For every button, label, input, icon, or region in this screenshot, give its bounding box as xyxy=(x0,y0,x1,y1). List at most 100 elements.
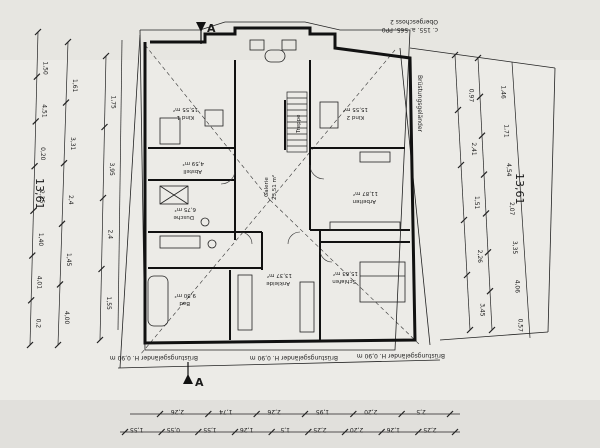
dimension-tick xyxy=(446,410,454,418)
svg-text:Brüstungsgeländer H. 0,90 m: Brüstungsgeländer H. 0,90 m xyxy=(250,354,338,361)
dimension-tick xyxy=(204,410,212,418)
dimension-label: 1,74 xyxy=(219,408,233,415)
dimension-tick xyxy=(194,428,202,436)
svg-text:Ankleide: Ankleide xyxy=(266,280,290,286)
dimension-tick xyxy=(341,428,349,436)
dimension-tick xyxy=(32,118,40,125)
dimension-label: 2,25 xyxy=(313,426,327,433)
dimension-tick xyxy=(102,52,110,60)
svg-text:13,61: 13,61 xyxy=(33,178,46,210)
dimension-tick xyxy=(484,248,492,256)
svg-text:c. 155. a. 565. PP0: c. 155. a. 565. PP0 xyxy=(382,26,438,33)
dimension-tick xyxy=(463,271,471,279)
dimension-tick xyxy=(26,341,34,349)
room-labels: Kind 1 15,55 m² Kind 2 15,55 m² Abstell … xyxy=(173,106,378,306)
dimension-label: 1,55 xyxy=(203,426,217,433)
svg-text:Dusche: Dusche xyxy=(173,214,194,220)
dimension-tick xyxy=(54,341,62,349)
dimension-label: 2,25 xyxy=(423,426,437,433)
shelf-arbeiten xyxy=(329,221,401,231)
dimension-tick xyxy=(28,252,36,259)
svg-text:23,51 m²: 23,51 m² xyxy=(271,175,278,200)
svg-text:Obergeschoss 2: Obergeschoss 2 xyxy=(390,18,438,25)
right-dimensions xyxy=(454,54,531,339)
dimension-label: 2,25 xyxy=(38,190,45,204)
dimension-tick xyxy=(62,99,70,107)
dimension-tick xyxy=(60,159,68,167)
svg-text:Brüstungsgeländer H. 0,90 m: Brüstungsgeländer H. 0,90 m xyxy=(357,352,445,359)
svg-text:11,87 m²: 11,87 m² xyxy=(353,190,378,197)
svg-text:15,55 m²: 15,55 m² xyxy=(173,106,198,113)
dimension-tick xyxy=(99,194,107,202)
dimension-label: 2,26 xyxy=(171,408,185,415)
toilet xyxy=(207,239,217,249)
dimension-label: 1,55 xyxy=(105,297,112,311)
dimension-label: 1,51 xyxy=(473,196,480,210)
left-inner-labels: 1,753,952,41,55 xyxy=(105,96,117,311)
dimension-label: 3,45 xyxy=(479,303,486,317)
dimension-label: 2,20 xyxy=(364,408,378,415)
dimension-label: 1,50 xyxy=(41,61,48,75)
dimension-label: 2,4 xyxy=(106,230,113,240)
dimension-label: 1,40 xyxy=(37,233,44,247)
dimension-tick xyxy=(451,51,459,59)
svg-text:Bad: Bad xyxy=(179,300,190,306)
right-dim-ticks xyxy=(451,51,496,334)
svg-text:Arbeiten: Arbeiten xyxy=(352,198,376,204)
bed-kind1 xyxy=(159,117,181,145)
bathtub xyxy=(147,275,169,327)
svg-text:9,80 m²: 9,80 m² xyxy=(174,292,196,299)
dimension-tick xyxy=(451,428,459,436)
dimension-label: 4,01 xyxy=(36,276,43,290)
dimension-label: 1,46 xyxy=(499,85,506,99)
dimension-tick xyxy=(482,210,490,217)
dimension-label: 2,41 xyxy=(470,142,477,156)
desk-arbeiten xyxy=(359,151,391,163)
dimension-tick xyxy=(253,410,261,418)
left-outer-labels: 1,504,510,202,251,404,010,2 xyxy=(35,61,49,328)
shower xyxy=(159,185,189,205)
svg-text:Kind 2: Kind 2 xyxy=(347,114,364,120)
dimension-tick xyxy=(478,132,486,140)
title-block: c. 155. a. 565. PP0 Obergeschoss 2 xyxy=(382,18,438,33)
dimension-label: 2,20 xyxy=(350,426,364,433)
dimension-label: 1,26 xyxy=(240,426,254,433)
staircase xyxy=(286,91,308,153)
wardrobe-ankleide xyxy=(237,274,253,331)
left-dim-ticks xyxy=(26,28,110,349)
svg-text:A: A xyxy=(195,376,204,389)
dimension-label: 1,95 xyxy=(316,408,330,415)
dimension-tick xyxy=(304,428,312,436)
bed-kind2 xyxy=(319,101,339,129)
dimension-tick xyxy=(156,410,164,418)
bottom-dim-ticks xyxy=(121,410,459,436)
left-mid-labels: 1,613,312,41,454,00 xyxy=(63,79,78,325)
dimension-tick xyxy=(414,428,422,436)
dimension-label: 4,54 xyxy=(505,163,512,177)
right-b-labels: 1,461,714,542,073,354,060,57 xyxy=(499,85,523,332)
dimension-tick xyxy=(466,326,474,334)
dimension-tick xyxy=(476,93,484,101)
exterior-walls xyxy=(143,26,417,345)
dimension-tick xyxy=(101,123,108,131)
furniture xyxy=(147,39,406,333)
dimension-label: 1,75 xyxy=(109,96,116,110)
svg-text:Abstell: Abstell xyxy=(183,168,202,174)
section-marker-bottom: A xyxy=(183,362,204,389)
dimension-tick xyxy=(301,410,309,418)
bed-schlafen xyxy=(359,261,406,303)
svg-text:Galerie: Galerie xyxy=(264,177,270,197)
dimension-tick xyxy=(480,171,488,178)
dimension-label: 2,4 xyxy=(67,195,74,205)
dimension-tick xyxy=(121,428,129,436)
dimension-tick xyxy=(268,428,276,436)
dimension-tick xyxy=(31,162,38,170)
dimension-label: 3,31 xyxy=(69,137,76,151)
svg-text:13,61: 13,61 xyxy=(513,173,526,205)
hip-lines xyxy=(139,44,421,356)
svg-text:Kind 1: Kind 1 xyxy=(177,114,194,120)
dimension-label: 0,2 xyxy=(35,319,42,329)
